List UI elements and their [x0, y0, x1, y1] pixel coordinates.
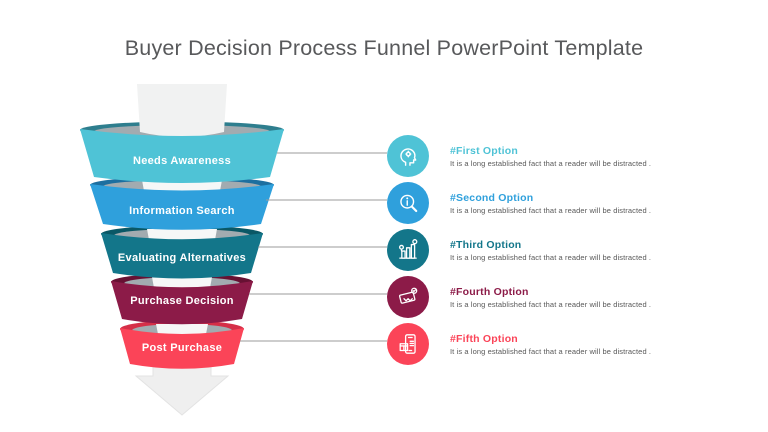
funnel-stage-label: Needs Awareness — [133, 155, 231, 167]
funnel-stage-purchase-decision: Purchase Decision — [111, 273, 253, 325]
mobile-purchase-icon — [387, 323, 429, 365]
stage-face — [90, 184, 274, 230]
slide-title: Buyer Decision Process Funnel PowerPoint… — [124, 36, 644, 60]
option-description: It is a long established fact that a rea… — [450, 205, 652, 215]
option-description: It is a long established fact that a rea… — [450, 158, 652, 168]
funnel-stage-label: Information Search — [129, 205, 235, 217]
stage-arrow-gap — [152, 277, 212, 290]
mind-gears-icon — [387, 135, 429, 177]
option-row-fourth: #Fourth Option It is a long established … — [387, 276, 651, 318]
option-row-third: #Third Option It is a long established f… — [387, 229, 651, 271]
evaluation-chart-icon — [387, 229, 429, 271]
stage-face — [101, 233, 263, 279]
option-heading: #Second Option — [450, 191, 534, 204]
connector-lines — [240, 152, 387, 342]
option-heading: #Fourth Option — [450, 285, 529, 298]
option-description: It is a long established fact that a rea… — [450, 346, 652, 356]
option-heading: #Fifth Option — [450, 332, 518, 345]
stage-arrow-gap — [147, 229, 217, 243]
option-description: It is a long established fact that a rea… — [450, 299, 652, 309]
option-description: It is a long established fact that a rea… — [450, 252, 652, 262]
funnel-stage-evaluating-alternatives: Evaluating Alternatives — [101, 225, 263, 279]
funnel-stage-label: Evaluating Alternatives — [118, 252, 246, 264]
funnel-stage-information-search: Information Search — [90, 176, 274, 230]
option-row-fifth: #Fifth Option It is a long established f… — [387, 323, 651, 365]
funnel-stage-label: Post Purchase — [142, 342, 222, 354]
funnel-top-arrow-icon — [137, 84, 227, 137]
option-row-first: #First Option It is a long established f… — [387, 135, 651, 177]
stage-arrow-gap — [156, 324, 208, 336]
funnel-stage-label: Purchase Decision — [130, 295, 234, 307]
option-heading: #First Option — [450, 144, 518, 157]
stage-face — [111, 281, 253, 325]
stage-face — [80, 129, 284, 183]
option-heading: #Third Option — [450, 238, 522, 251]
funnel-stage-post-purchase: Post Purchase — [120, 320, 244, 369]
funnel-stage-needs-awareness: Needs Awareness — [80, 84, 284, 183]
stage-face — [120, 328, 244, 369]
stage-arrow-gap — [142, 180, 222, 194]
option-row-second: #Second Option It is a long established … — [387, 182, 651, 224]
search-info-icon — [387, 182, 429, 224]
handshake-icon — [387, 276, 429, 318]
